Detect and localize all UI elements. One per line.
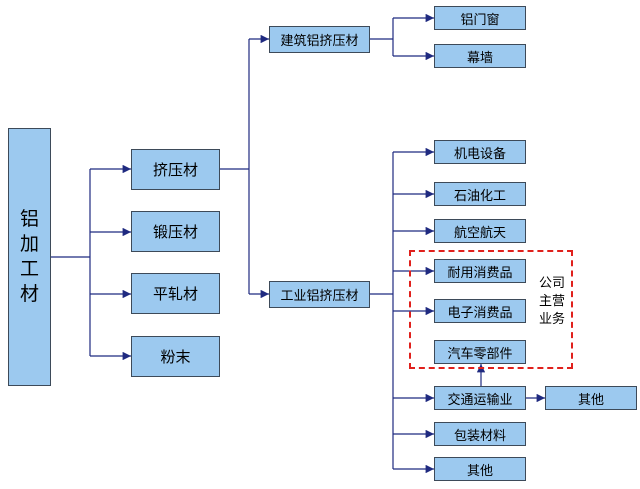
node-aerospace: 航空航天 xyxy=(434,219,526,243)
node-consumer-durables: 耐用消费品 xyxy=(434,259,526,283)
node-packaging-materials-label: 包装材料 xyxy=(453,428,506,444)
node-electromechanical: 机电设备 xyxy=(434,140,526,164)
node-industrial-other: 其他 xyxy=(434,457,526,481)
node-aluminum-windows: 铝门窗 xyxy=(434,6,526,30)
node-consumer-electronics: 电子消费品 xyxy=(434,299,526,323)
node-automotive-parts: 汽车零部件 xyxy=(434,340,526,364)
node-rolling-label: 平轧材 xyxy=(152,285,198,303)
main-business-note: 公司 主营 业务 xyxy=(530,275,574,329)
root-node: 铝加工材 xyxy=(8,128,51,386)
main-business-note-line3: 业务 xyxy=(538,312,565,327)
node-industrial-other-label: 其他 xyxy=(466,463,493,479)
main-business-note-line1: 公司 xyxy=(538,276,565,291)
main-business-highlight xyxy=(409,250,573,369)
node-consumer-durables-label: 耐用消费品 xyxy=(447,265,513,281)
node-industrial-extrusion-label: 工业铝挤压材 xyxy=(280,289,359,304)
node-powder-label: 粉末 xyxy=(160,348,191,366)
node-forging: 锻压材 xyxy=(131,211,220,252)
node-transportation-label: 交通运输业 xyxy=(447,392,513,408)
node-transport-other: 其他 xyxy=(545,386,637,410)
node-petrochemical: 石油化工 xyxy=(434,182,526,206)
node-packaging-materials: 包装材料 xyxy=(434,422,526,446)
node-powder: 粉末 xyxy=(131,336,220,377)
node-aluminum-windows-label: 铝门窗 xyxy=(460,12,500,28)
node-transport-other-label: 其他 xyxy=(577,392,604,408)
node-architectural-extrusion-label: 建筑铝挤压材 xyxy=(280,34,359,49)
node-forging-label: 锻压材 xyxy=(152,223,198,241)
node-curtain-wall: 幕墙 xyxy=(434,44,526,68)
node-automotive-parts-label: 汽车零部件 xyxy=(447,346,513,362)
node-consumer-electronics-label: 电子消费品 xyxy=(447,305,513,321)
node-transportation: 交通运输业 xyxy=(434,386,526,410)
node-extrusion-label: 挤压材 xyxy=(152,161,198,179)
node-electromechanical-label: 机电设备 xyxy=(453,146,506,162)
node-rolling: 平轧材 xyxy=(131,273,220,314)
node-curtain-wall-label: 幕墙 xyxy=(466,50,493,66)
node-industrial-extrusion: 工业铝挤压材 xyxy=(269,281,370,308)
node-aerospace-label: 航空航天 xyxy=(453,225,506,241)
main-business-note-line2: 主营 xyxy=(538,294,565,309)
node-petrochemical-label: 石油化工 xyxy=(453,188,506,204)
node-extrusion: 挤压材 xyxy=(131,149,220,190)
node-architectural-extrusion: 建筑铝挤压材 xyxy=(269,26,370,53)
root-node-label: 铝加工材 xyxy=(19,208,39,305)
